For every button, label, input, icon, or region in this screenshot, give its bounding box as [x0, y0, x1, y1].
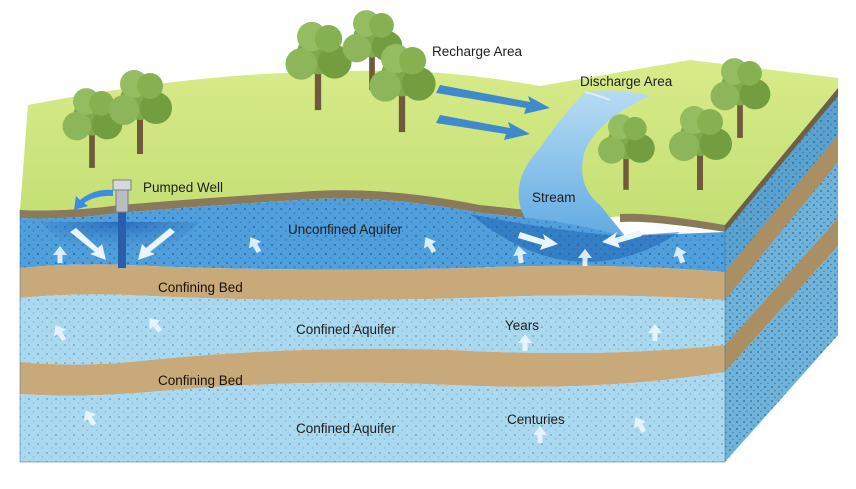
block-side-face	[725, 88, 838, 462]
confined-aquifer-lower-layer	[20, 372, 725, 462]
discharge-area-label: Discharge Area	[580, 74, 673, 89]
confined-aquifer-lower-label: Confined Aquifer	[296, 421, 396, 436]
years-label: Years	[505, 318, 539, 333]
stream	[518, 90, 650, 242]
flow-arrow-icon	[436, 85, 550, 140]
well-pump-icon	[74, 179, 132, 268]
pumped-well-label: Pumped Well	[143, 180, 223, 195]
confined-aquifer-middle-label: Confined Aquifer	[296, 322, 396, 337]
confining-bed-upper-label: Confining Bed	[158, 280, 243, 295]
recharge-area-label: Recharge Area	[432, 44, 523, 59]
centuries-label: Centuries	[507, 412, 565, 427]
confining-bed-upper	[20, 264, 725, 301]
confining-bed-lower	[20, 345, 725, 396]
confined-aquifer-middle-layer	[20, 294, 725, 365]
stream-label: Stream	[532, 190, 576, 205]
unconfined-aquifer-label: Unconfined Aquifer	[288, 222, 403, 237]
confining-bed-lower-label: Confining Bed	[158, 373, 243, 388]
flow-arrow-icon	[70, 228, 642, 260]
